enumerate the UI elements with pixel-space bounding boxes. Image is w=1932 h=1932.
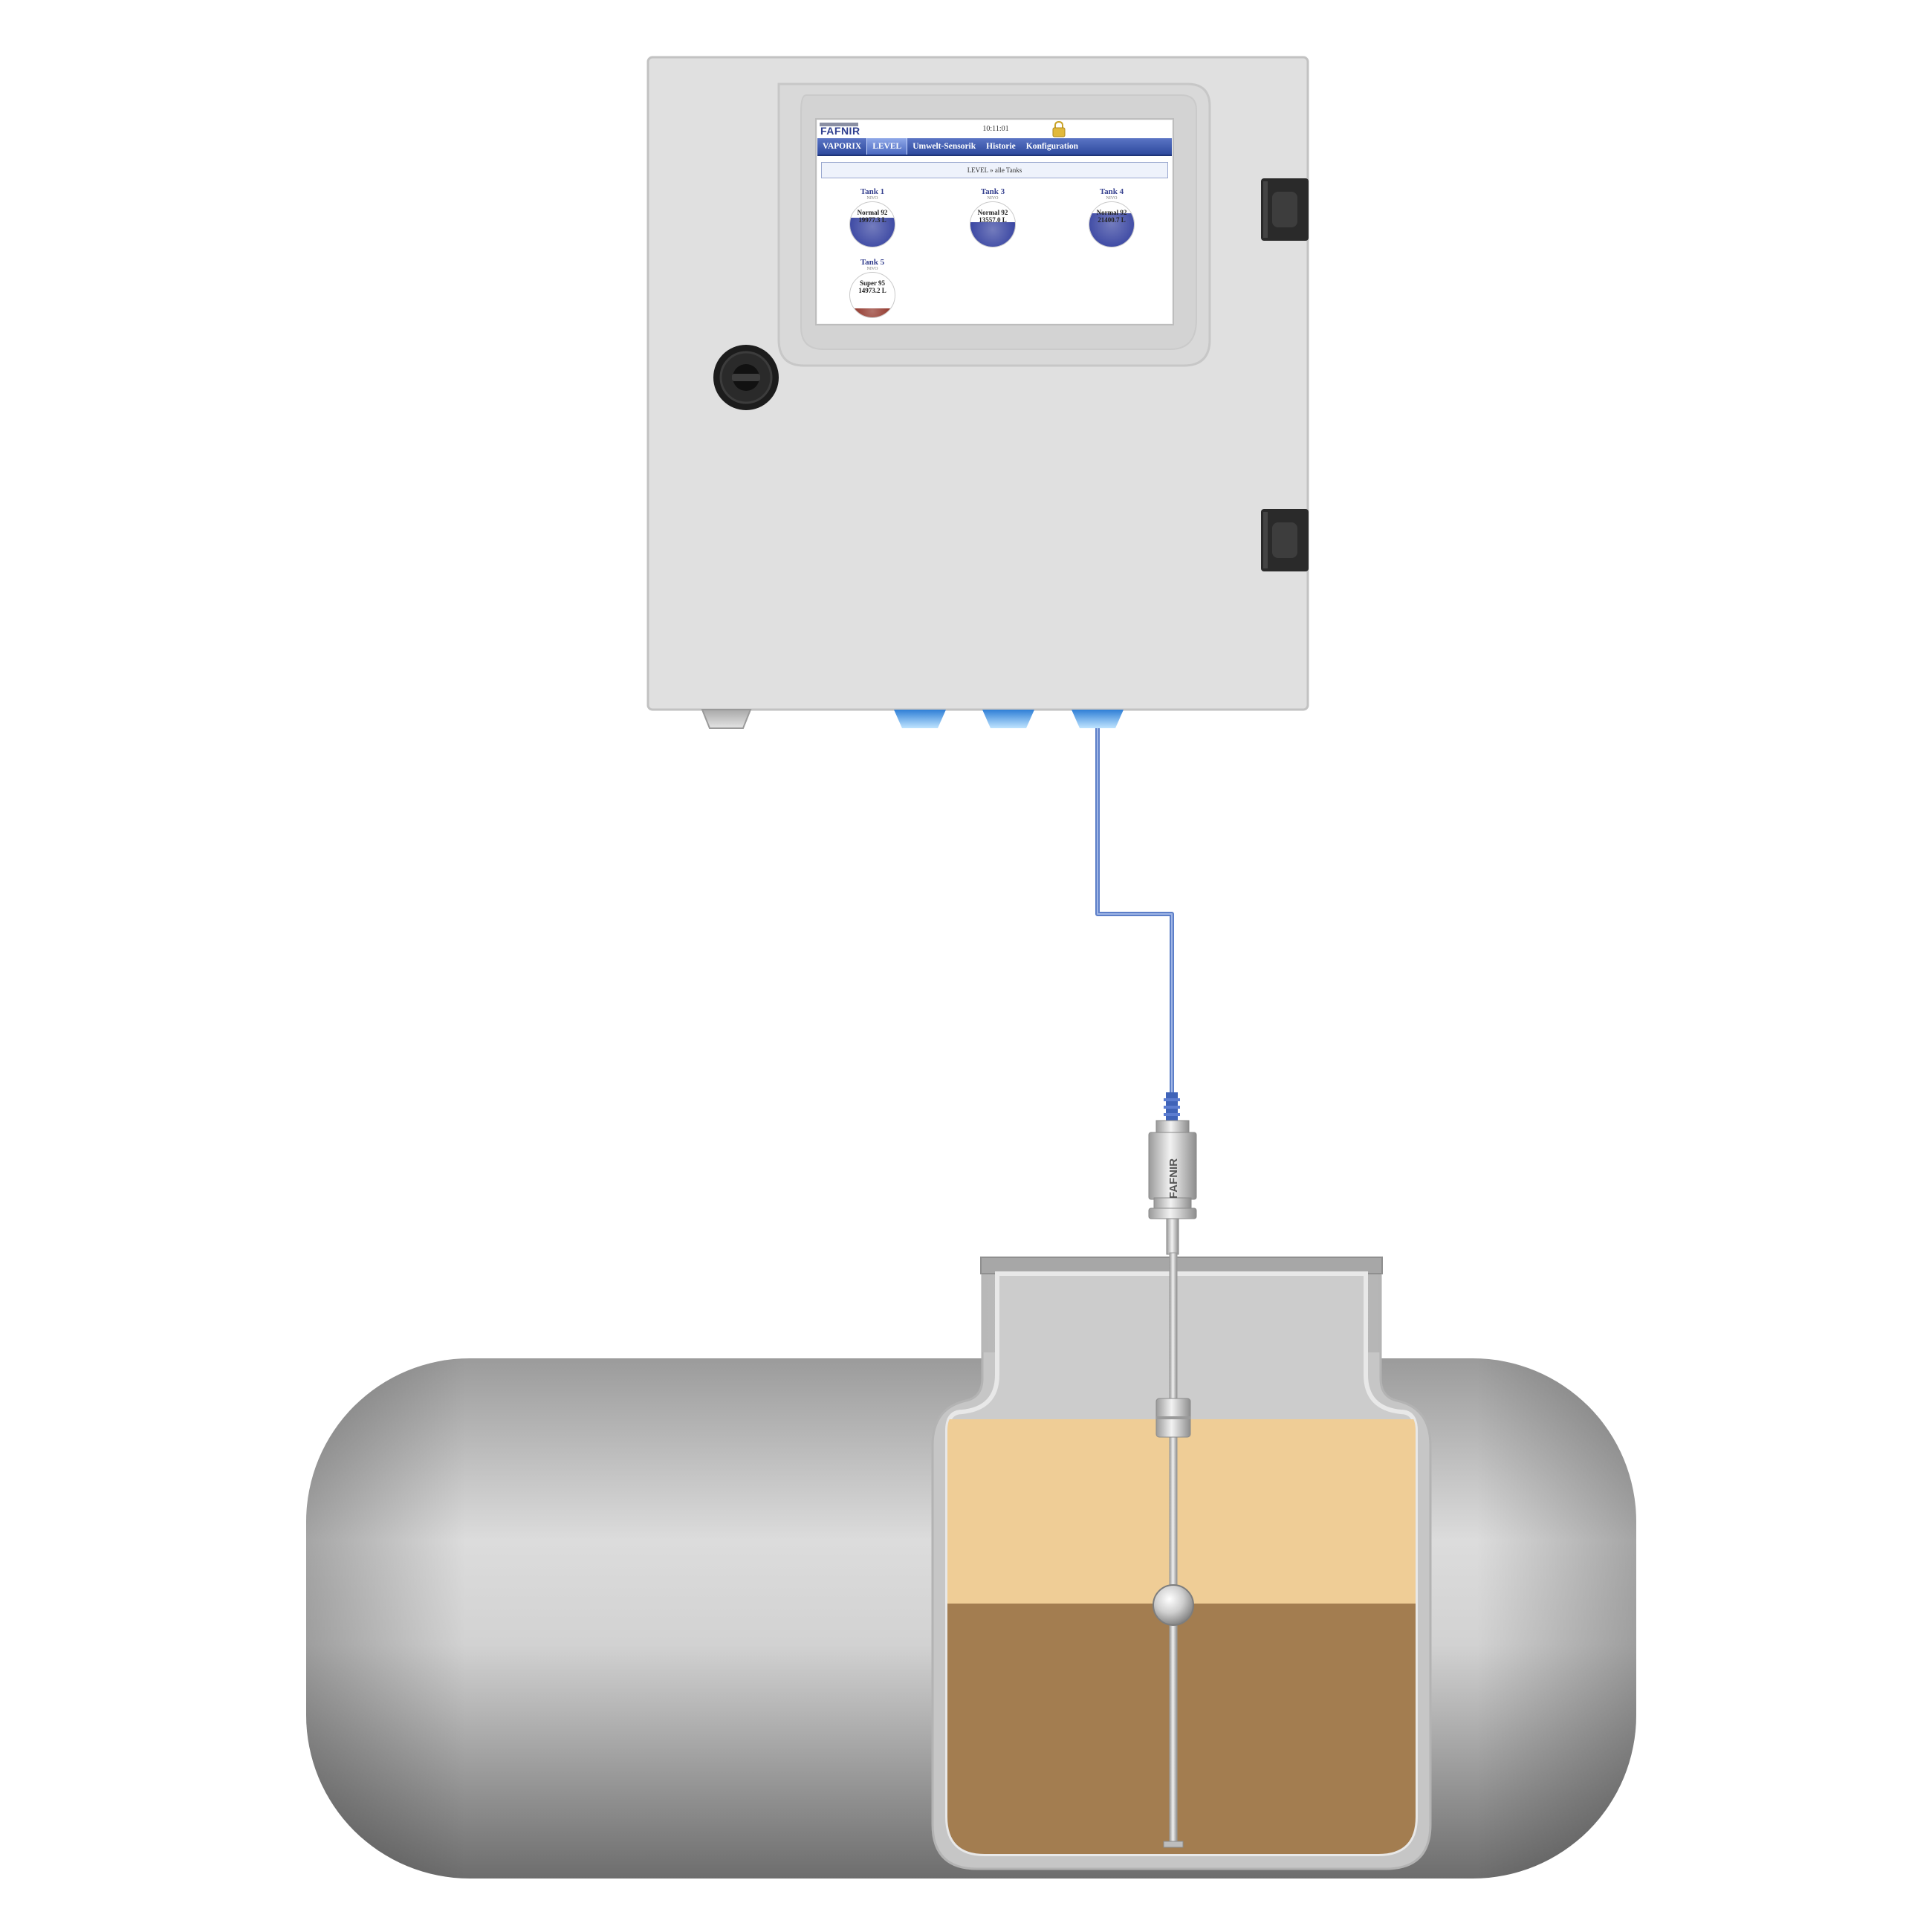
tank-volume: 21400.7 L xyxy=(1098,216,1126,224)
tank-subtitle: NIVO xyxy=(866,196,878,201)
cable-gland-3 xyxy=(1072,710,1124,728)
tank-fill xyxy=(1089,213,1134,247)
interface-float xyxy=(1155,1398,1191,1438)
tank-product: Super 95 xyxy=(859,279,886,287)
tank-product: Normal 92 xyxy=(1096,209,1127,216)
main-nav: VAPORIX LEVEL Umwelt-Sensorik Historie K… xyxy=(817,138,1172,156)
display-screen: FAFNIR 10:11:01 VAPORIX LEVEL Umwelt-Sen… xyxy=(817,120,1172,323)
tank-subtitle: NIVO xyxy=(987,196,999,201)
tank-name: Tank 3 xyxy=(980,187,1005,196)
tank-product: Normal 92 xyxy=(857,209,888,216)
level-float xyxy=(1153,1584,1194,1626)
hinge-bottom xyxy=(1261,509,1309,571)
cable-gland-1 xyxy=(894,710,946,728)
lower-liquid-layer xyxy=(947,1604,1416,1854)
tank-volume: 14973.2 L xyxy=(858,287,886,294)
cable-gland-2 xyxy=(982,710,1034,728)
lock-icon[interactable] xyxy=(1052,121,1066,137)
manhole-flange xyxy=(980,1257,1383,1274)
tank-gauge: Super 95 14973.2 L xyxy=(849,272,895,318)
sensor-cable xyxy=(1095,728,1174,1092)
cable-connector xyxy=(1164,1092,1180,1122)
nav-tab-level[interactable]: LEVEL xyxy=(866,138,908,155)
tank-volume: 19977.3 L xyxy=(858,216,886,224)
nav-tab-umwelt-sensorik[interactable]: Umwelt-Sensorik xyxy=(912,142,976,151)
fafnir-logo: FAFNIR xyxy=(820,123,860,137)
key-lock[interactable] xyxy=(713,345,779,410)
tank-card[interactable]: Tank 4 NIVO Normal 92 21400.7 L xyxy=(1082,187,1141,247)
tank-product: Normal 92 xyxy=(977,209,1008,216)
tank-name: Tank 4 xyxy=(1099,187,1124,196)
tank-gauge: Normal 92 13557.0 L xyxy=(970,201,1016,247)
tank-card[interactable]: Tank 5 NIVO Super 95 14973.2 L xyxy=(843,258,902,318)
upper-liquid-layer xyxy=(947,1419,1416,1604)
tank-gauge: Normal 92 21400.7 L xyxy=(1089,201,1135,247)
screen-topbar: FAFNIR 10:11:01 xyxy=(817,120,1172,138)
clock-time: 10:11:01 xyxy=(982,125,1009,133)
cable-gland-grey xyxy=(701,709,752,729)
tank-card[interactable]: Tank 3 NIVO Normal 92 13557.0 L xyxy=(963,187,1022,247)
probe-rod xyxy=(1163,1252,1184,1848)
nav-tab-konfiguration[interactable]: Konfiguration xyxy=(1025,142,1079,151)
hinge-top xyxy=(1261,178,1309,241)
tank-fill xyxy=(850,308,895,317)
nav-tab-historie[interactable]: Historie xyxy=(986,142,1016,151)
storage-tank xyxy=(306,1252,1636,1878)
nav-tab-vaporix[interactable]: VAPORIX xyxy=(823,142,862,151)
tank-name: Tank 5 xyxy=(860,258,885,267)
tank-subtitle: NIVO xyxy=(1106,196,1118,201)
tank-gauge: Normal 92 19977.3 L xyxy=(849,201,895,247)
tank-subtitle: NIVO xyxy=(866,267,878,271)
tank-name: Tank 1 xyxy=(860,187,885,196)
probe-head: FAFNIR xyxy=(1148,1120,1197,1255)
tank-card[interactable]: Tank 1 NIVO Normal 92 19977.3 L xyxy=(843,187,902,247)
tank-fill xyxy=(970,222,1015,247)
brand-label: FAFNIR xyxy=(820,125,860,137)
breadcrumb: LEVEL » alle Tanks xyxy=(821,162,1168,178)
probe-brand-label: FAFNIR xyxy=(1167,1158,1180,1199)
tank-volume: 13557.0 L xyxy=(979,216,1007,224)
tank-fill xyxy=(850,218,895,247)
